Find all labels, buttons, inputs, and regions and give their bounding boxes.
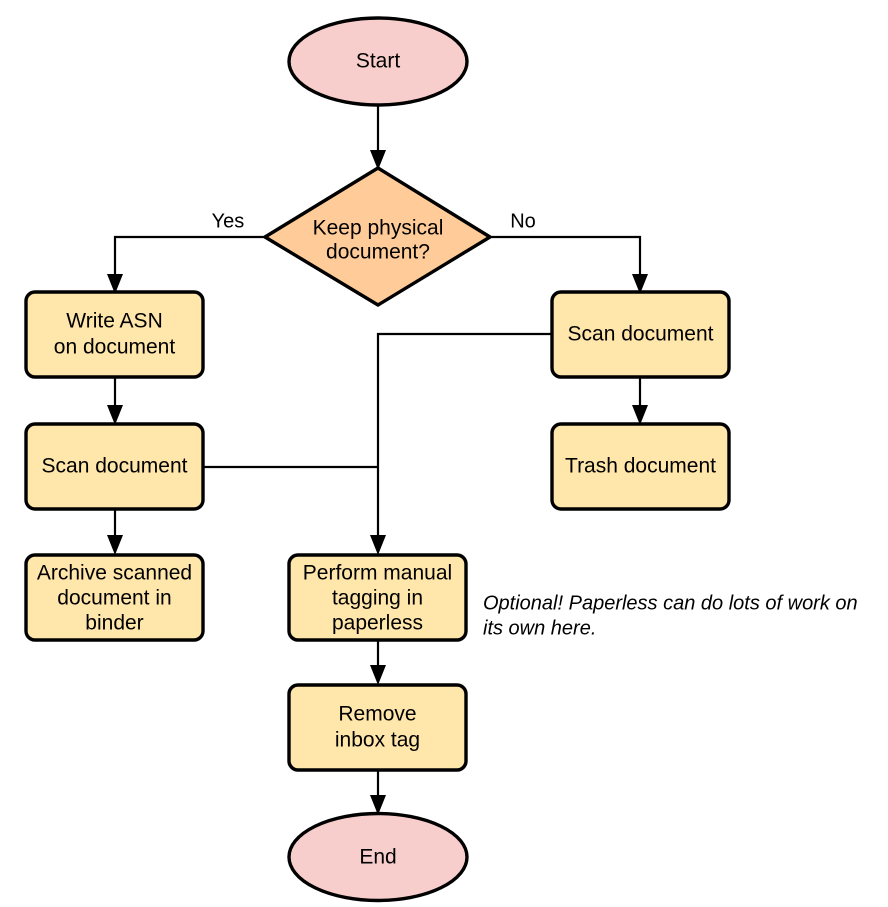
- edge-line: [113, 235, 265, 282]
- write-asn-label-line1: Write ASN: [66, 310, 162, 333]
- node-archive-scanned-document[interactable]: Archive scanned document in binder: [24, 553, 205, 642]
- tagging-label-line1: Perform manual: [303, 562, 452, 585]
- decision-diamond-shape[interactable]: [263, 166, 492, 307]
- tagging-box-shape[interactable]: [287, 553, 468, 642]
- arrowhead-icon: [370, 665, 386, 685]
- edge-scan-right-to-trash: [632, 377, 648, 425]
- archive-label-line3: binder: [85, 612, 143, 635]
- node-perform-manual-tagging[interactable]: Perform manual tagging in paperless: [287, 553, 468, 642]
- arrowhead-icon: [107, 405, 123, 425]
- trash-document-label: Trash document: [565, 455, 716, 478]
- arrowhead-icon: [632, 274, 648, 294]
- edge-tagging-to-remove-inbox: [370, 641, 386, 685]
- node-trash-document[interactable]: Trash document: [550, 422, 731, 511]
- arrowhead-icon: [107, 535, 123, 555]
- trash-document-box-shape[interactable]: [550, 422, 731, 511]
- node-scan-document-left[interactable]: Scan document: [24, 422, 205, 511]
- node-remove-inbox-tag[interactable]: Remove inbox tag: [287, 683, 468, 772]
- node-decision-keep-physical-document[interactable]: Keep physical document?: [263, 166, 492, 307]
- node-scan-document-right[interactable]: Scan document: [550, 290, 731, 379]
- edge-decision-yes-to-write-asn: [107, 235, 265, 294]
- edge-line: [376, 332, 552, 543]
- scan-document-left-label: Scan document: [42, 455, 188, 478]
- node-start[interactable]: Start: [287, 16, 469, 107]
- remove-inbox-label-line1: Remove: [338, 703, 416, 726]
- node-end[interactable]: End: [287, 811, 469, 903]
- edge-scan-right-to-tagging: [370, 332, 552, 555]
- edge-start-to-decision: [370, 105, 386, 170]
- scan-document-right-box-shape[interactable]: [550, 290, 731, 379]
- decision-label-line1: Keep physical: [313, 217, 444, 240]
- scan-document-right-label: Scan document: [568, 323, 714, 346]
- arrowhead-icon: [370, 150, 386, 170]
- archive-label-line2: document in: [57, 587, 171, 610]
- start-label: Start: [356, 50, 401, 73]
- node-write-asn[interactable]: Write ASN on document: [24, 290, 205, 379]
- write-asn-box-shape[interactable]: [24, 290, 205, 379]
- archive-label-line1: Archive scanned: [37, 562, 192, 585]
- annotation-line1: Optional! Paperless can do lots of work …: [483, 592, 858, 614]
- edge-scan-left-to-archive: [107, 509, 123, 555]
- remove-inbox-label-line2: inbox tag: [335, 729, 420, 752]
- archive-box-shape[interactable]: [24, 553, 205, 642]
- remove-inbox-box-shape[interactable]: [287, 683, 468, 772]
- start-ellipse-shape[interactable]: [287, 16, 469, 107]
- arrowhead-icon: [370, 795, 386, 815]
- edge-label-yes: Yes: [212, 210, 245, 232]
- edge-remove-inbox-to-end: [370, 771, 386, 815]
- edge-line: [490, 235, 642, 282]
- edge-label-no: No: [510, 210, 536, 232]
- end-label: End: [359, 846, 396, 869]
- decision-label-line2: document?: [326, 241, 430, 264]
- tagging-label-line3: paperless: [332, 612, 423, 635]
- edge-decision-no-to-scan-right: [490, 235, 648, 294]
- tagging-label-line2: tagging in: [332, 587, 423, 610]
- arrowhead-icon: [107, 274, 123, 294]
- annotation-optional-note: Optional! Paperless can do lots of work …: [483, 592, 858, 639]
- annotation-line2: its own here.: [483, 617, 596, 639]
- arrowhead-icon: [632, 405, 648, 425]
- scan-document-left-box-shape[interactable]: [24, 422, 205, 511]
- write-asn-label-line2: on document: [54, 336, 176, 359]
- edge-write-asn-to-scan-left: [107, 377, 123, 425]
- end-ellipse-shape[interactable]: [287, 811, 469, 903]
- arrowhead-icon: [370, 535, 386, 555]
